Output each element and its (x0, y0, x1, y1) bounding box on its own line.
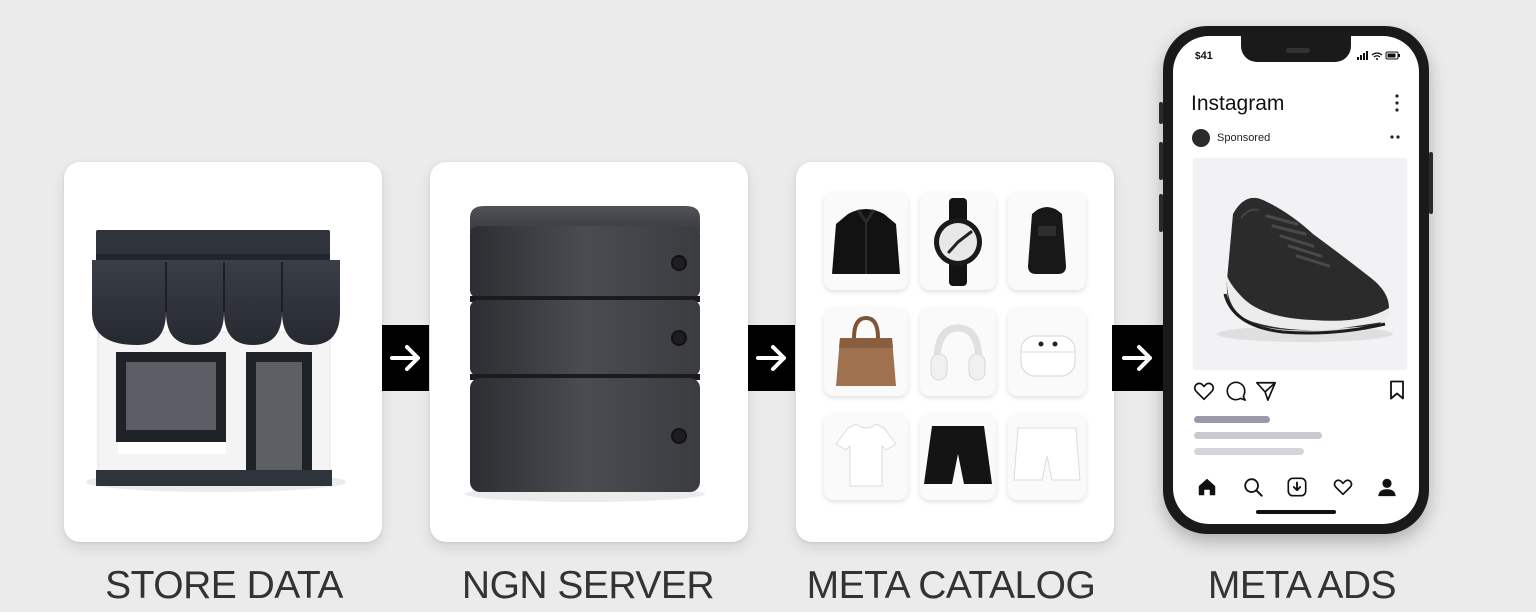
phone-side-button (1159, 142, 1163, 180)
white-shorts-icon (1013, 427, 1081, 481)
bottom-tab-bar (1173, 476, 1419, 506)
meta-catalog-card (796, 162, 1114, 542)
arrow-right-icon (755, 345, 786, 371)
phone-side-button (1159, 194, 1163, 232)
phone-screen: $41 Instagram Sponsored (1173, 36, 1419, 524)
step-label-ngn-server: NGN SERVER (461, 564, 715, 607)
step-label-meta-catalog: META CATALOG (806, 564, 1096, 607)
ngn-server-card (430, 162, 748, 542)
likes-placeholder-bar (1194, 416, 1270, 423)
bookmark-icon[interactable] (1389, 380, 1405, 400)
watch-icon (934, 198, 982, 286)
handbag-icon (836, 315, 896, 386)
tshirt-icon (835, 423, 897, 487)
avatar[interactable] (1192, 129, 1210, 147)
home-indicator (1256, 510, 1336, 514)
post-actions (1193, 380, 1407, 404)
arrow-right-icon (1122, 345, 1152, 371)
more-horizontal-icon[interactable] (1390, 135, 1400, 139)
activity-heart-icon[interactable] (1332, 476, 1354, 498)
step-label-meta-ads: META ADS (1207, 564, 1397, 607)
server-stack-icon (465, 206, 705, 502)
flow-connector (382, 325, 429, 391)
heart-icon[interactable] (1193, 380, 1215, 402)
status-icons (1357, 51, 1400, 60)
comment-icon[interactable] (1225, 380, 1247, 402)
profile-icon[interactable] (1376, 476, 1398, 498)
jacket-icon (832, 209, 900, 274)
reels-icon[interactable] (1286, 476, 1308, 498)
phone-notch (1241, 36, 1351, 62)
app-title: Instagram (1191, 92, 1285, 115)
step-label-store-data: STORE DATA (105, 564, 343, 607)
phone-ad-icon: $41 Instagram Sponsored (1159, 26, 1433, 534)
phone-side-button (1429, 152, 1433, 214)
send-icon[interactable] (1255, 380, 1277, 402)
sponsored-label: Sponsored (1217, 132, 1271, 144)
earbuds-case-icon (1020, 335, 1076, 377)
storefront-icon (86, 230, 346, 492)
headphones-icon (930, 324, 986, 381)
comments-placeholder-bar (1194, 448, 1304, 455)
more-vertical-icon[interactable] (1395, 94, 1399, 112)
flow-connector (1112, 325, 1164, 391)
home-icon[interactable] (1196, 476, 1218, 498)
search-icon[interactable] (1242, 476, 1264, 498)
status-time: $41 (1195, 50, 1213, 62)
product-grid-icon (824, 192, 1086, 500)
sneaker-icon (1217, 197, 1393, 342)
backpack-icon (1028, 207, 1066, 274)
caption-placeholder-bar (1194, 432, 1322, 439)
post-image[interactable] (1193, 158, 1407, 370)
arrow-right-icon (389, 345, 420, 371)
dark-shorts-icon (924, 426, 992, 484)
flow-connector (748, 325, 795, 391)
store-data-card (64, 162, 382, 542)
phone-side-button (1159, 102, 1163, 124)
